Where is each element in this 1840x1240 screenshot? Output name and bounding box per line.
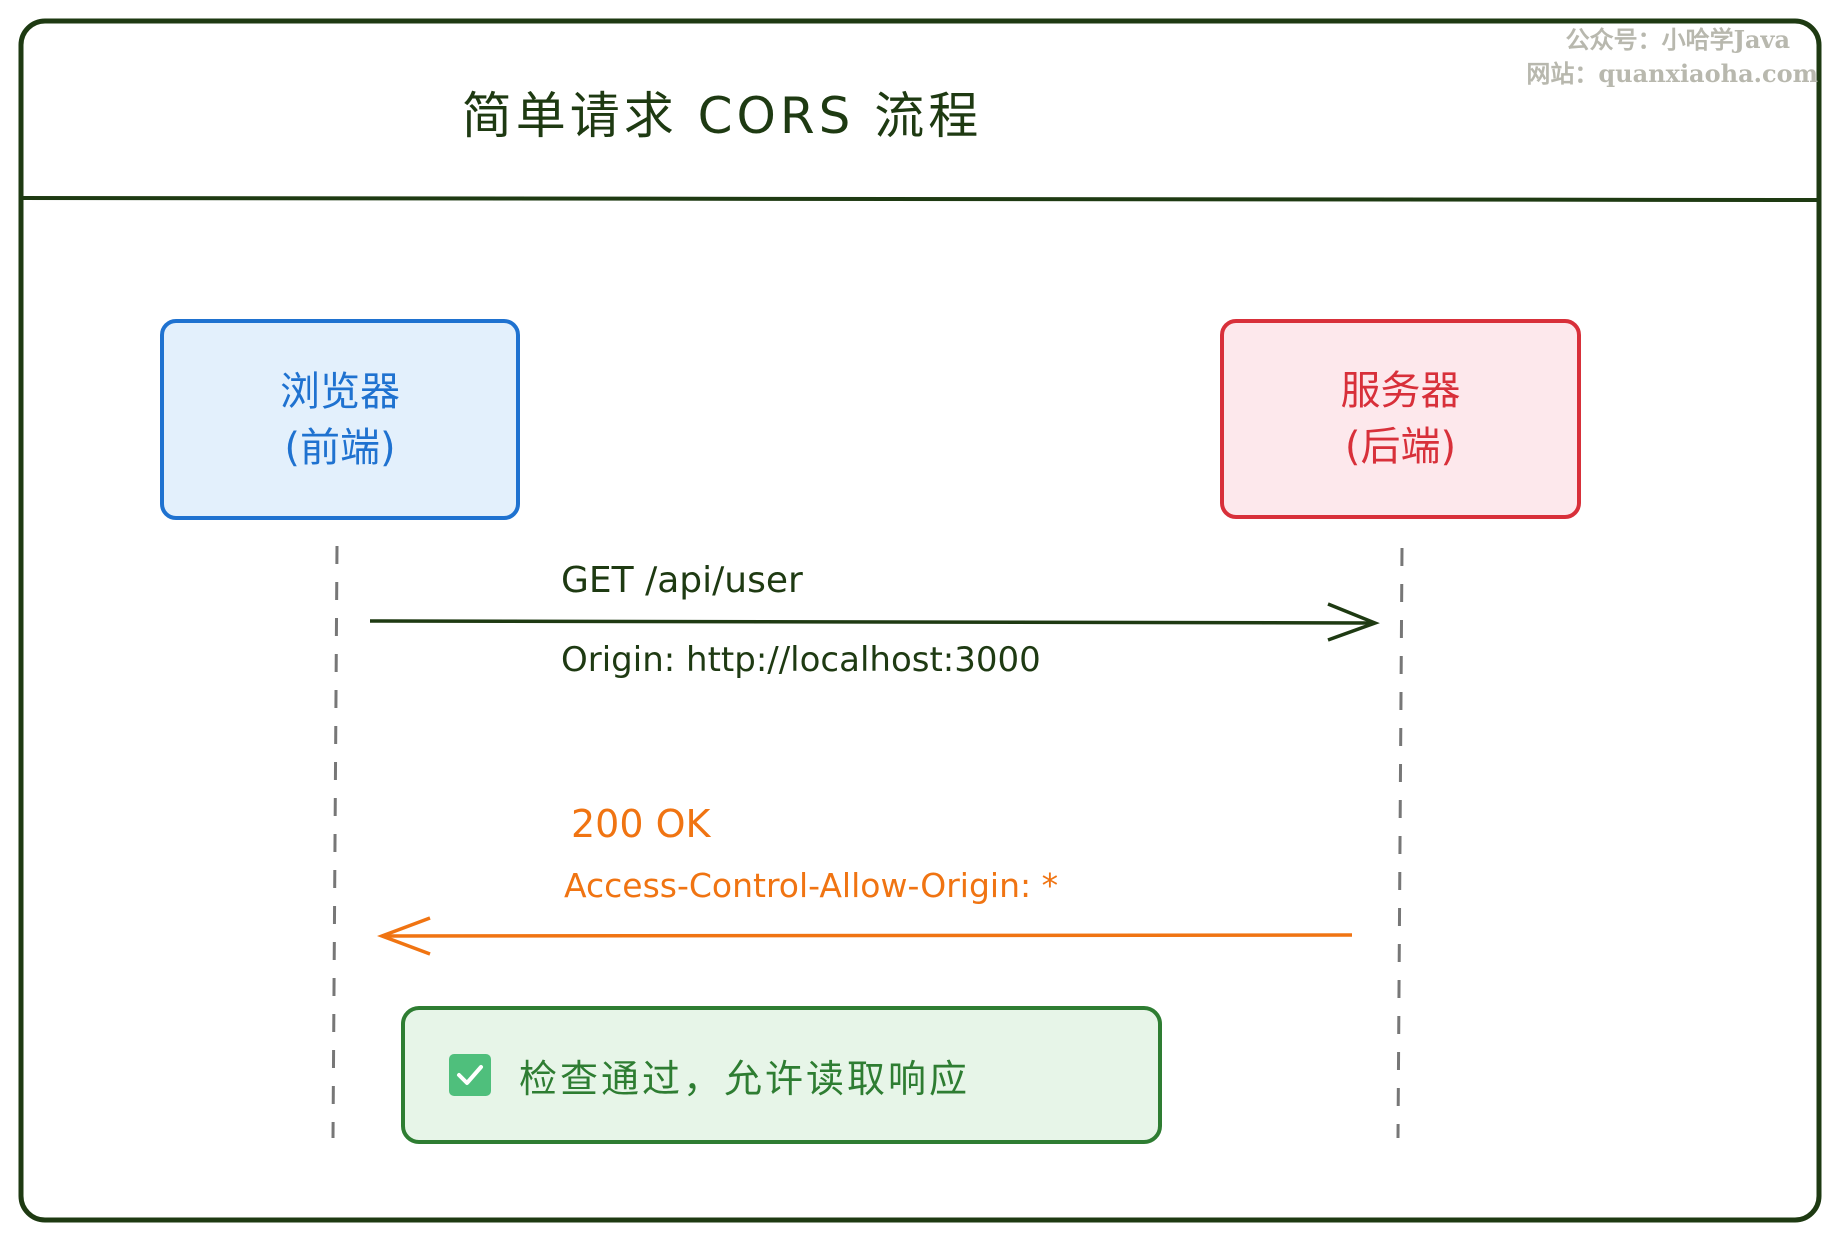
- response-arrow: [377, 916, 1353, 956]
- title-divider: [20, 196, 1820, 202]
- response-detail: Access-Control-Allow-Origin: *: [564, 866, 1059, 905]
- server-node: 服务器 (后端): [1220, 319, 1581, 519]
- result-note: 检查通过，允许读取响应: [401, 1006, 1162, 1144]
- request-arrow: [369, 602, 1380, 642]
- check-box-icon: [449, 1054, 491, 1096]
- watermark-line1: 公众号：小哈学Java: [1565, 25, 1790, 54]
- server-sub: (后端): [1344, 424, 1457, 470]
- note-text: 检查通过，允许读取响应: [519, 1056, 971, 1101]
- browser-name: 浏览器: [280, 368, 400, 415]
- request-detail: Origin: http://localhost:3000: [561, 640, 1041, 680]
- server-lifeline: [1396, 547, 1404, 1139]
- browser-lifeline: [331, 545, 339, 1139]
- page-title: 简单请求 CORS 流程: [461, 87, 983, 145]
- watermark-line2: 网站：quanxiaoha.com: [1526, 59, 1818, 88]
- browser-sub: (前端): [284, 424, 396, 471]
- browser-node: 浏览器 (前端): [160, 319, 520, 520]
- server-name: 服务器: [1340, 368, 1461, 414]
- request-label: GET /api/user: [561, 560, 803, 601]
- outer-frame: [18, 18, 1822, 1223]
- response-label: 200 OK: [571, 802, 711, 846]
